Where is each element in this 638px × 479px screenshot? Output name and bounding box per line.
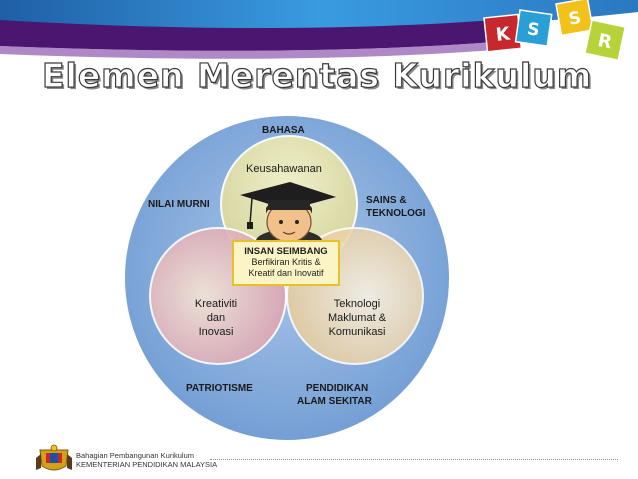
label-nilai-murni: NILAI MURNI xyxy=(148,199,210,210)
kssr-letter-1: K xyxy=(495,23,512,45)
label-pendidikan-line1: PENDIDIKAN xyxy=(306,383,369,394)
label-bahasa: BAHASA xyxy=(262,125,305,136)
label-kreativiti-line1: Kreativiti xyxy=(194,298,238,310)
footer-line2: KEMENTERIAN PENDIDIKAN MALAYSIA xyxy=(76,460,218,469)
label-patriotisme: PATRIOTISME xyxy=(186,383,253,394)
slide-title: Elemen Merentas Kurikulum xyxy=(41,55,593,95)
graduate-student-icon xyxy=(240,182,336,243)
coat-of-arms-icon xyxy=(36,444,72,471)
kssr-letter-4: R xyxy=(596,30,614,53)
center-heading: INSAN SEIMBANG xyxy=(244,246,328,257)
label-sains-line1: SAINS & xyxy=(366,195,407,206)
footer-line1: Bahagian Pembangunan Kurikulum xyxy=(76,451,194,460)
center-line2: Kreatif dan Inovatif xyxy=(248,268,324,278)
center-line1: Berfikiran Kritis & xyxy=(251,257,321,267)
label-pendidikan-line2: ALAM SEKITAR xyxy=(297,396,372,407)
label-kreativiti-line3: Inovasi xyxy=(198,326,234,338)
label-teknologi-line2: Maklumat & xyxy=(327,312,387,324)
kssr-logo: K S S R xyxy=(483,0,627,62)
label-sains-line2: TEKNOLOGI xyxy=(366,208,426,219)
label-teknologi-line1: Teknologi xyxy=(333,298,381,310)
kssr-letter-3: S xyxy=(567,8,583,30)
footer-divider xyxy=(210,459,618,460)
label-kreativiti-line2: dan xyxy=(206,312,226,324)
header-banner: K S S R xyxy=(0,0,638,80)
label-teknologi-line3: Komunikasi xyxy=(328,326,386,338)
label-keusahawanan: Keusahawanan xyxy=(246,163,322,175)
insan-seimbang-box: INSAN SEIMBANG Berfikiran Kritis & Kreat… xyxy=(232,240,340,286)
kssr-letter-2: S xyxy=(526,19,541,41)
